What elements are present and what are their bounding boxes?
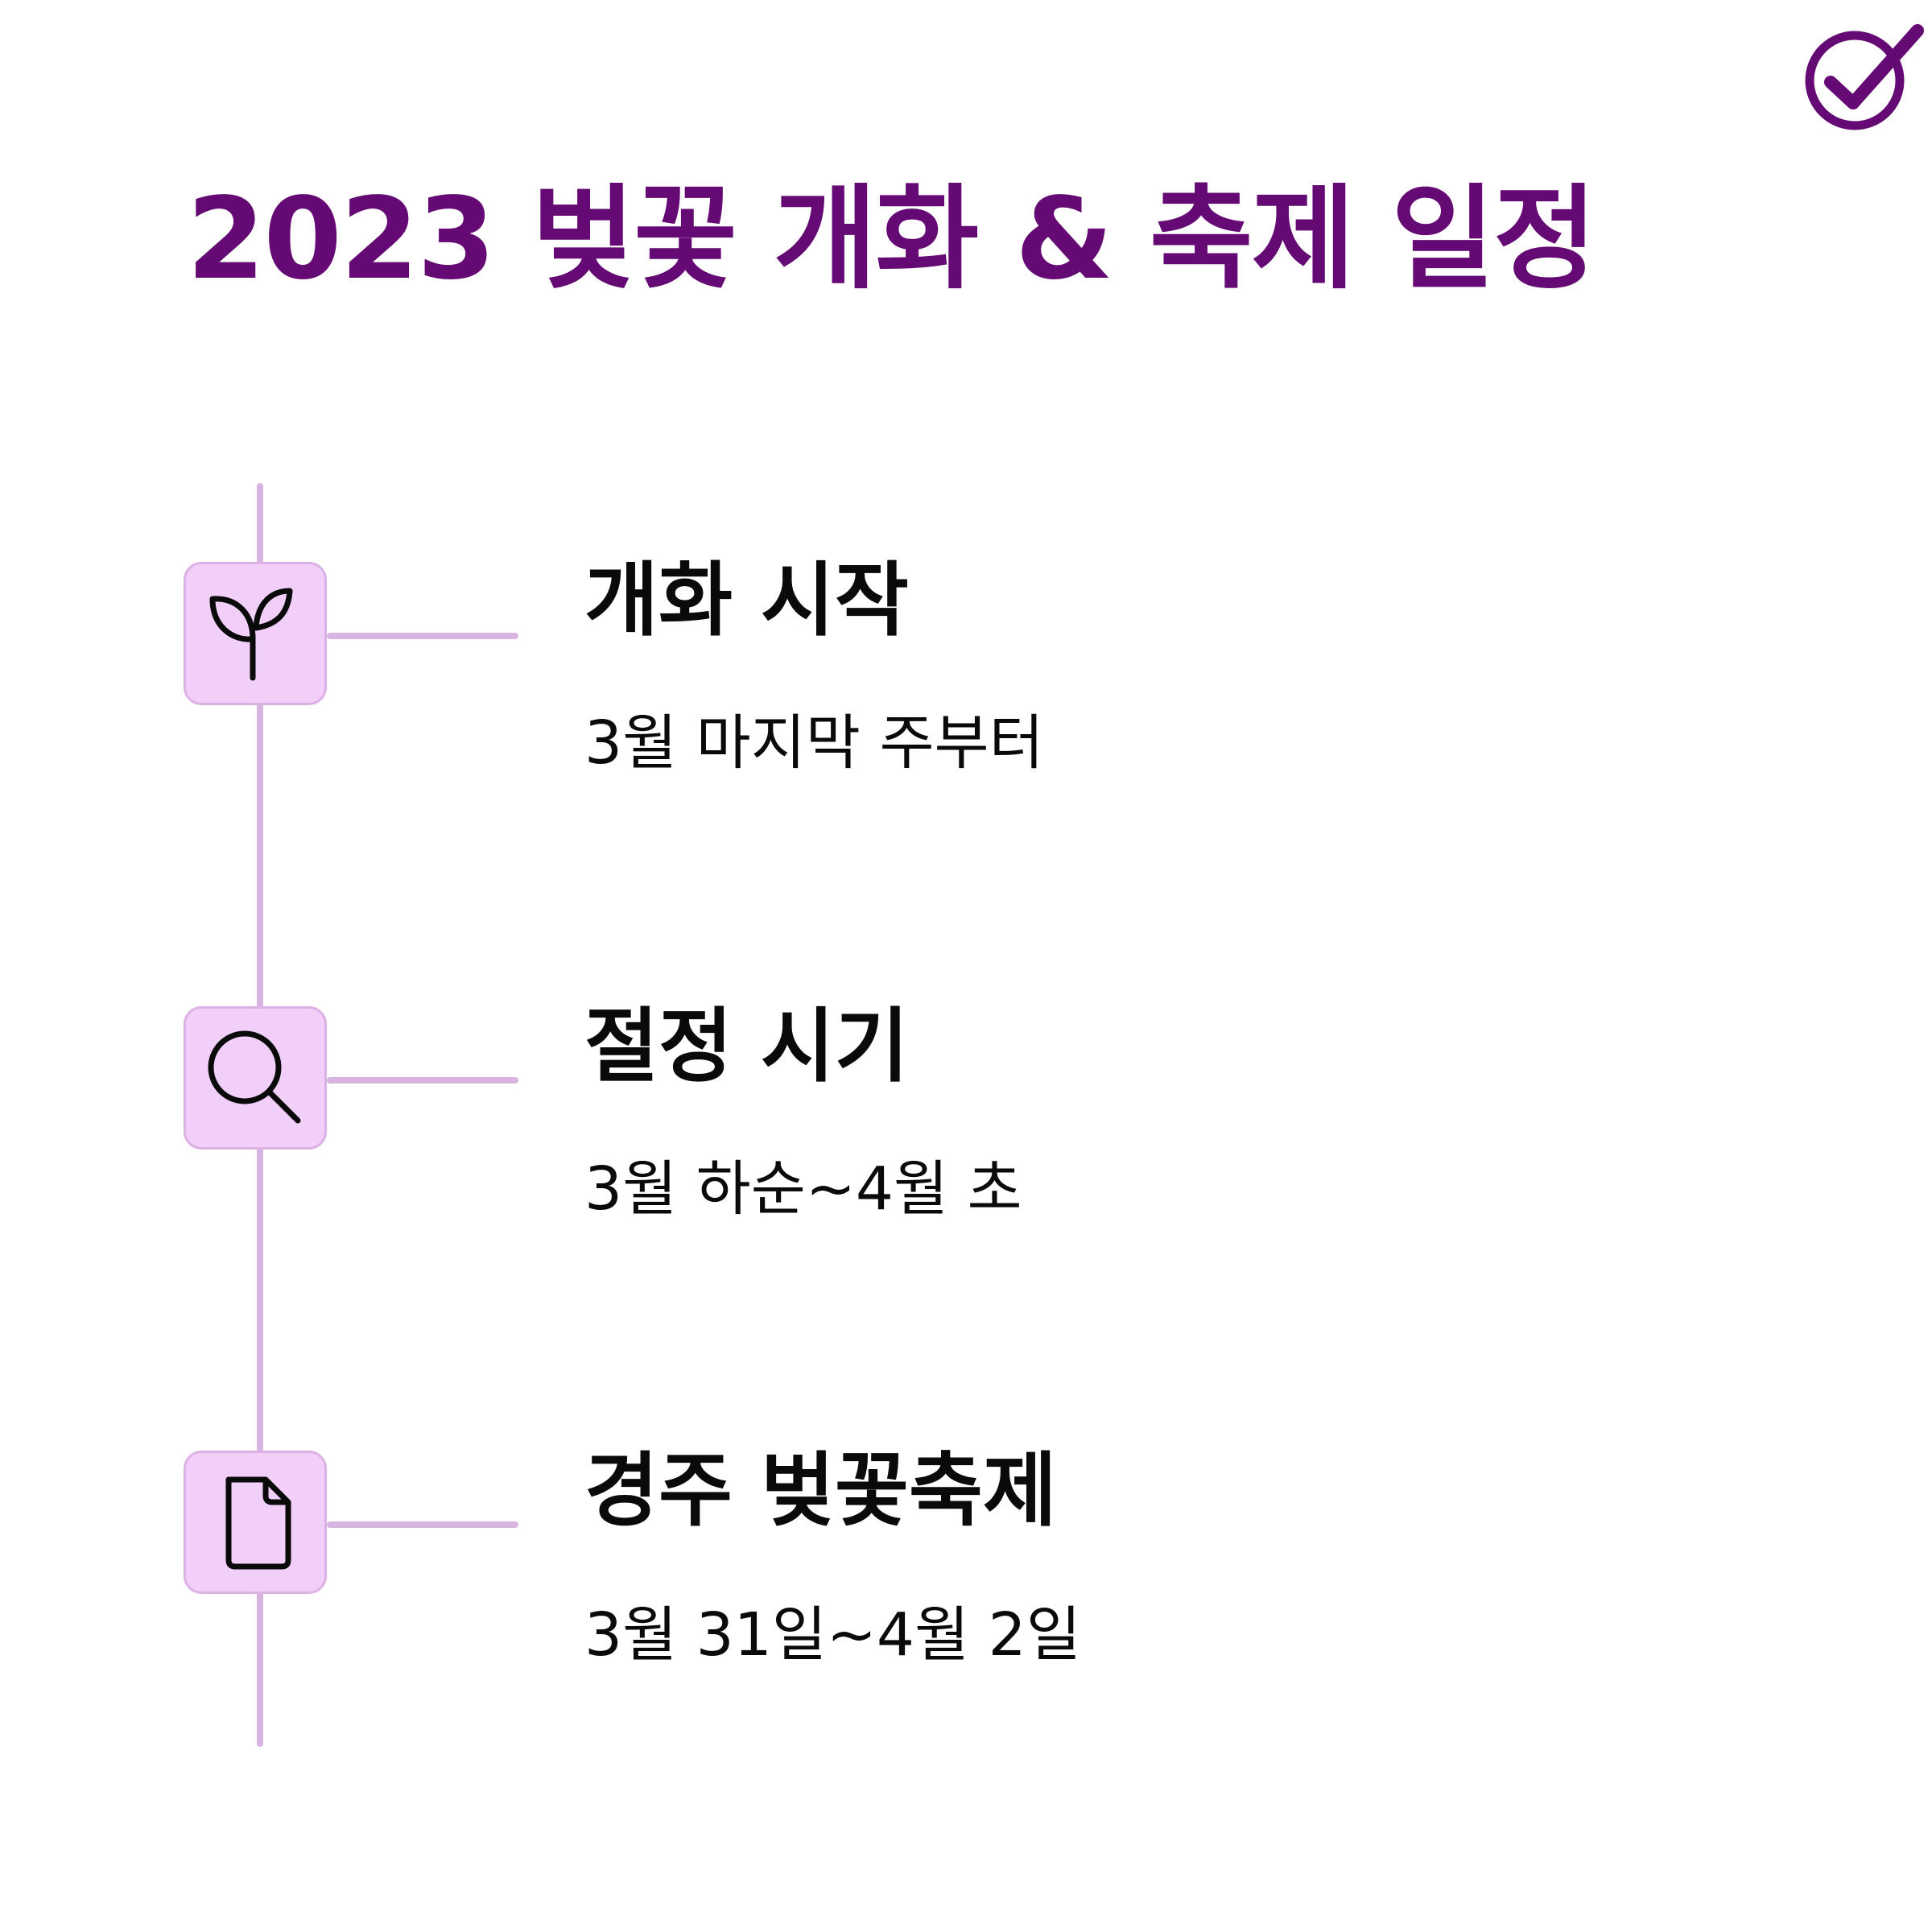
page-title: 2023 벚꽃 개화 & 축제 일정: [187, 174, 1597, 305]
icon-box-bloom-start: [184, 562, 327, 705]
icon-box-peak: [184, 1006, 327, 1150]
item-title-bloom-start: 개화 시작: [584, 553, 909, 647]
connector-line: [327, 633, 518, 639]
icon-box-festival: [184, 1451, 327, 1594]
item-title-peak: 절정 시기: [584, 999, 909, 1093]
item-title-festival: 경주 벚꽃축제: [584, 1443, 1057, 1538]
item-desc-festival: 3월 31일~4월 2일: [584, 1600, 1081, 1670]
item-desc-bloom-start: 3월 마지막 주부터: [584, 708, 1044, 778]
document-icon: [225, 1476, 291, 1570]
item-desc-peak: 3월 하순~4월 초: [584, 1154, 1022, 1224]
connector-line: [327, 1077, 518, 1084]
magnifier-icon: [208, 1030, 301, 1124]
sprout-icon: [209, 588, 293, 681]
connector-line: [327, 1521, 518, 1528]
check-circle-icon: [1805, 24, 1924, 130]
